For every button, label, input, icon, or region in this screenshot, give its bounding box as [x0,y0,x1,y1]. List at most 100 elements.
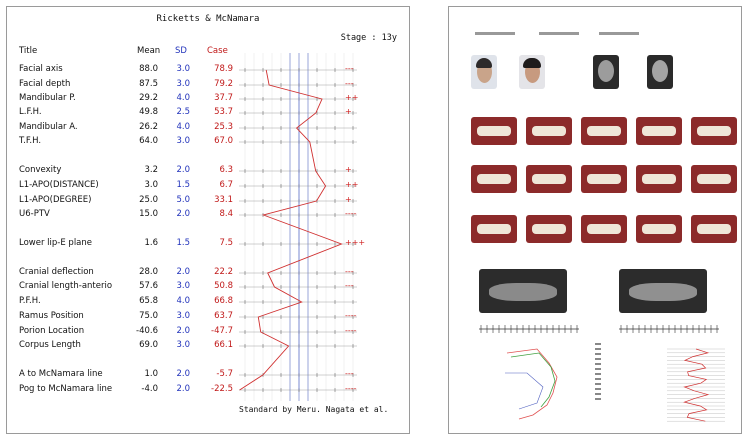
measurement-sd: 2.5 [176,107,190,117]
intraoral-photo [581,215,627,243]
measurement-mean: 29.2 [139,93,158,103]
measurement-mean: 1.6 [144,238,158,248]
column-header-case: Case [207,46,228,56]
measurement-scale [619,325,719,333]
intraoral-photo [526,215,572,243]
measurement-label: Facial axis [19,64,63,74]
panoramic-xray [619,269,707,313]
measurement-label: T.F.H. [19,136,42,146]
measurement-mean: 64.0 [139,136,158,146]
measurement-case: -5.7 [216,369,233,379]
polygon-chart [239,53,357,401]
measurement-mean: 1.0 [144,369,158,379]
intraoral-photo [526,165,572,193]
measurement-mean: 3.0 [144,180,158,190]
measurement-sd: 5.0 [176,195,190,205]
deviation-mark: + [345,195,352,204]
record-header-text [539,32,579,35]
measurement-case: 50.8 [214,281,233,291]
measurement-label: L.F.H. [19,107,42,117]
vertical-caption [595,343,601,403]
measurement-mean: 49.8 [139,107,158,117]
measurement-label: Convexity [19,165,62,175]
deviation-mark: ++ [345,180,359,189]
record-header-text [475,32,515,35]
intraoral-photo [691,165,737,193]
deviation-mark: --- [345,79,354,88]
measurement-case: 22.2 [214,267,233,277]
patient-record-sheet [448,6,742,434]
measurement-sd: 2.0 [176,369,190,379]
measurement-mean: -4.0 [141,384,158,394]
analysis-title: Ricketts & McNamara [156,14,260,24]
column-header-mean: Mean [137,46,161,56]
measurement-case: 7.5 [219,238,233,248]
measurement-label: Mandibular P. [19,93,76,103]
measurement-mean: 88.0 [139,64,158,74]
measurement-sd: 3.0 [176,340,190,350]
measurement-case: 63.7 [214,311,233,321]
deviation-mark: ++ [345,93,359,102]
measurement-label: Ramus Position [19,311,84,321]
measurement-case: -22.5 [211,384,233,394]
measurement-sd: 3.0 [176,136,190,146]
measurement-row: A to McNamara line 1.0 2.0 -5.7 [7,369,237,381]
measurement-sd: 4.0 [176,296,190,306]
measurement-row: L.F.H. 49.8 2.5 53.7 [7,107,237,119]
deviation-mark: --- [345,267,354,276]
measurement-label: Cranial length-anterio [19,281,113,291]
cephalogram-thumbnail [593,55,619,89]
panoramic-xray [479,269,567,313]
deviation-mark: ---- [345,311,357,320]
measurement-case: 53.7 [214,107,233,117]
measurement-sd: 3.0 [176,311,190,321]
intraoral-photo [636,117,682,145]
measurement-label: L1-APO(DISTANCE) [19,180,99,190]
measurement-sd: 3.0 [176,64,190,74]
intraoral-photo [691,215,737,243]
column-header-title: Title [19,46,38,56]
measurement-mean: 25.0 [139,195,158,205]
measurement-label: Facial depth [19,79,71,89]
measurement-label: Lower lip-E plane [19,238,93,248]
measurement-case: 37.7 [214,93,233,103]
measurement-label: Cranial deflection [19,267,94,277]
measurement-row: Facial depth 87.5 3.0 79.2 [7,79,237,91]
ricketts-mcnamara-panel: Ricketts & McNamara Stage : 13y Title Me… [6,6,410,434]
measurement-mean: 15.0 [139,209,158,219]
cephalogram-thumbnail [647,55,673,89]
measurement-case: 79.2 [214,79,233,89]
measurement-mean: 87.5 [139,79,158,89]
measurement-label: Mandibular A. [19,122,78,132]
deviation-mark: ---- [345,209,357,218]
deviation-mark: + [345,165,352,174]
record-header-text [599,32,639,35]
measurement-sd: 3.0 [176,79,190,89]
deviation-mark: --- [345,281,354,290]
measurement-label: Porion Location [19,326,85,336]
standard-reference: Standard by Meru. Nagata et al. [239,405,389,414]
measurement-label: U6-PTV [19,209,50,219]
measurement-label: P.F.H. [19,296,41,306]
measurement-mean: 28.0 [139,267,158,277]
measurement-case: 6.7 [219,180,233,190]
measurement-sd: 2.0 [176,165,190,175]
measurement-sd: 2.0 [176,267,190,277]
stage-label: Stage : 13y [340,33,397,43]
measurement-row: Cranial deflection 28.0 2.0 22.2 [7,267,237,279]
measurement-case: 66.1 [214,340,233,350]
intraoral-photo [581,117,627,145]
measurement-sd: 2.0 [176,326,190,336]
measurement-label: A to McNamara line [19,369,103,379]
